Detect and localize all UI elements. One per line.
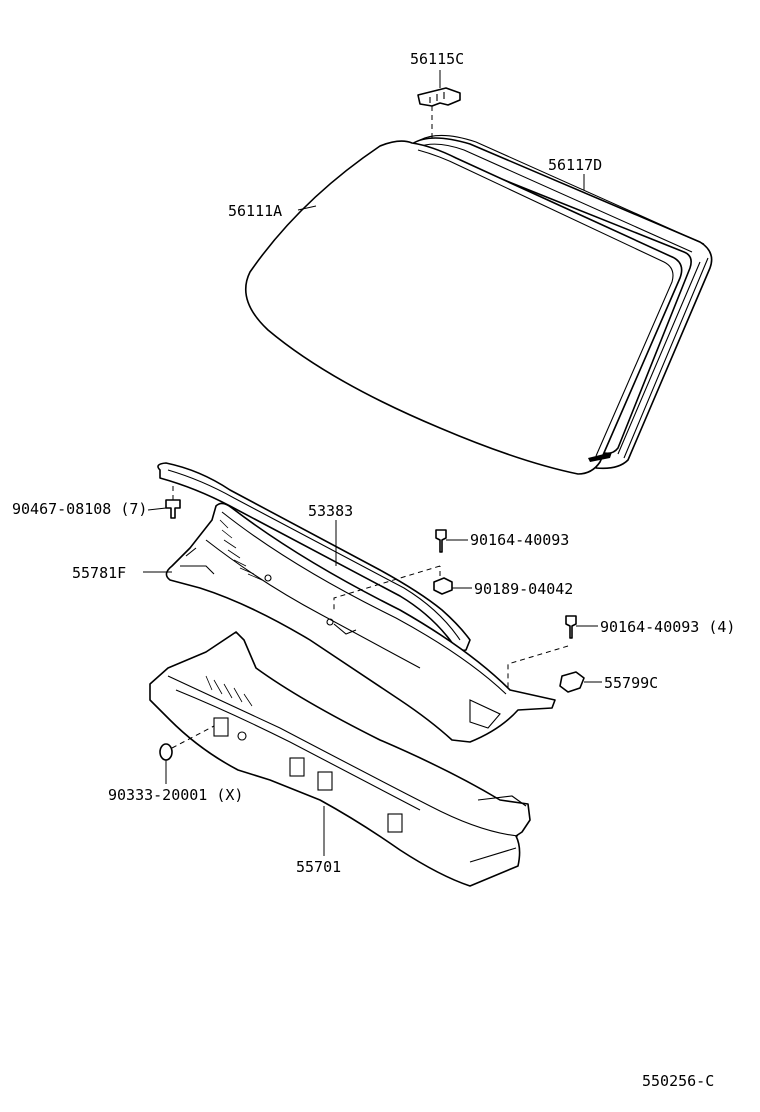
label-90333-20001: 90333-20001 (X) <box>108 786 243 804</box>
label-55781F: 55781F <box>72 564 126 582</box>
part-53383-seal[interactable] <box>157 462 471 652</box>
part-90164-screw-a[interactable] <box>435 529 447 553</box>
label-90164-40093-4: 90164-40093 (4) <box>600 618 735 636</box>
label-90467-08108: 90467-08108 (7) <box>12 500 147 518</box>
label-55799C: 55799C <box>604 674 658 692</box>
part-55781F-louver[interactable] <box>165 502 556 743</box>
label-56111A: 56111A <box>228 202 282 220</box>
part-56111A-windshield[interactable] <box>244 140 683 475</box>
label-53383: 53383 <box>308 502 353 520</box>
label-56117D: 56117D <box>548 156 602 174</box>
part-55799C-clip[interactable] <box>559 671 585 693</box>
label-55701: 55701 <box>296 858 341 876</box>
label-90189-04042: 90189-04042 <box>474 580 573 598</box>
diagram-id: 550256-C <box>642 1072 714 1090</box>
leader-lines <box>143 70 602 856</box>
label-56115C: 56115C <box>410 50 464 68</box>
label-90164-40093: 90164-40093 <box>470 531 569 549</box>
part-90189-nut[interactable] <box>333 565 453 612</box>
part-90467-clip[interactable] <box>165 484 181 519</box>
part-90164-screw-b[interactable] <box>507 615 577 690</box>
part-55701-cowl-panel[interactable] <box>149 631 531 887</box>
